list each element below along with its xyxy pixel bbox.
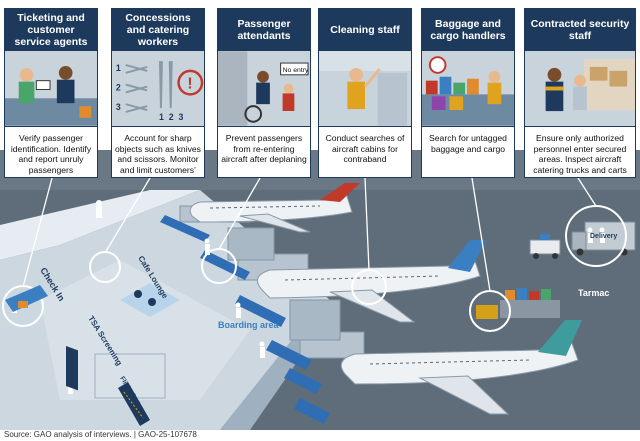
check-in-desk — [5, 285, 48, 312]
role-panel-ticketing: Ticketing and customer service agents Ve… — [4, 8, 98, 178]
cafe-lounge — [120, 283, 180, 317]
number-one-right: 1 — [159, 112, 164, 122]
airplane-top — [189, 183, 360, 233]
alert-mark: ! — [187, 76, 192, 93]
number-three-right: 3 — [179, 112, 184, 122]
scissors-icon — [125, 64, 148, 113]
role-panel-passenger-attendants: Passenger attendants No entry Prevent pa… — [217, 8, 311, 178]
number-one-left: 1 — [116, 63, 121, 73]
tarmac-label: Tarmac — [578, 288, 609, 298]
number-three-left: 3 — [116, 102, 121, 112]
terminal-roof — [0, 190, 200, 260]
panel-title: Concessions and catering workers — [112, 9, 204, 51]
source-note: Source: GAO analysis of interviews. | GA… — [4, 430, 197, 439]
airplane-bottom — [340, 320, 582, 415]
flight-status-board — [118, 382, 150, 426]
panel-illustration — [319, 51, 411, 127]
panel-title: Passenger attendants — [218, 9, 310, 51]
panel-illustration: No entry — [218, 51, 310, 127]
no-entry-sign: No entry — [283, 67, 309, 74]
role-panel-contracted-security: Contracted security staff Ensure only au… — [524, 8, 636, 178]
panel-title: Contracted security staff — [525, 9, 635, 51]
connector-lines — [22, 177, 597, 292]
panel-illustration — [422, 51, 514, 127]
airplane-middle — [257, 240, 486, 323]
gate-windows — [160, 215, 330, 424]
panel-description: Conduct searches of aircraft cabins for … — [325, 133, 405, 165]
panel-description: Search for untagged baggage and cargo — [429, 133, 507, 154]
security-vehicle — [529, 234, 561, 259]
boarding-area-label: Boarding area — [218, 320, 280, 330]
panel-title: Cleaning staff — [319, 9, 411, 51]
bridge-rotunda-1 — [227, 227, 275, 261]
role-panel-concessions: Concessions and catering workers 1 2 3 1… — [111, 8, 205, 178]
panel-illustration: 1 2 3 1 2 3 ! — [112, 51, 204, 127]
alert-icon — [177, 69, 204, 96]
panel-description: Verify passenger identification. Identif… — [10, 133, 92, 175]
panel-illustration — [5, 51, 97, 127]
panel-description: Account for sharp objects such as knives… — [115, 133, 201, 177]
knife-icon — [158, 61, 173, 109]
panel-title: Baggage and cargo handlers — [422, 9, 514, 51]
floor-shade — [40, 260, 250, 400]
panel-title: Ticketing and customer service agents — [5, 9, 97, 51]
bridge-rotunda-2 — [289, 299, 341, 341]
panel-description: Ensure only authorized personnel enter s… — [533, 133, 627, 177]
delivery-label: Delivery — [590, 233, 617, 240]
wheelchair-icon — [244, 105, 263, 123]
boarding-area-text: Boarding area — [218, 320, 280, 330]
number-two-right: 2 — [169, 112, 174, 122]
number-two-left: 2 — [116, 82, 121, 92]
role-panel-baggage-handlers: Baggage and cargo handlers Search for un… — [421, 8, 515, 178]
alert-icon — [428, 56, 447, 74]
role-panel-cleaning-staff: Cleaning staff Conduct searches of aircr… — [318, 8, 412, 178]
baggage-cart — [476, 288, 560, 319]
panel-description: Prevent passengers from re-entering airc… — [221, 133, 307, 165]
panel-illustration — [525, 51, 635, 127]
